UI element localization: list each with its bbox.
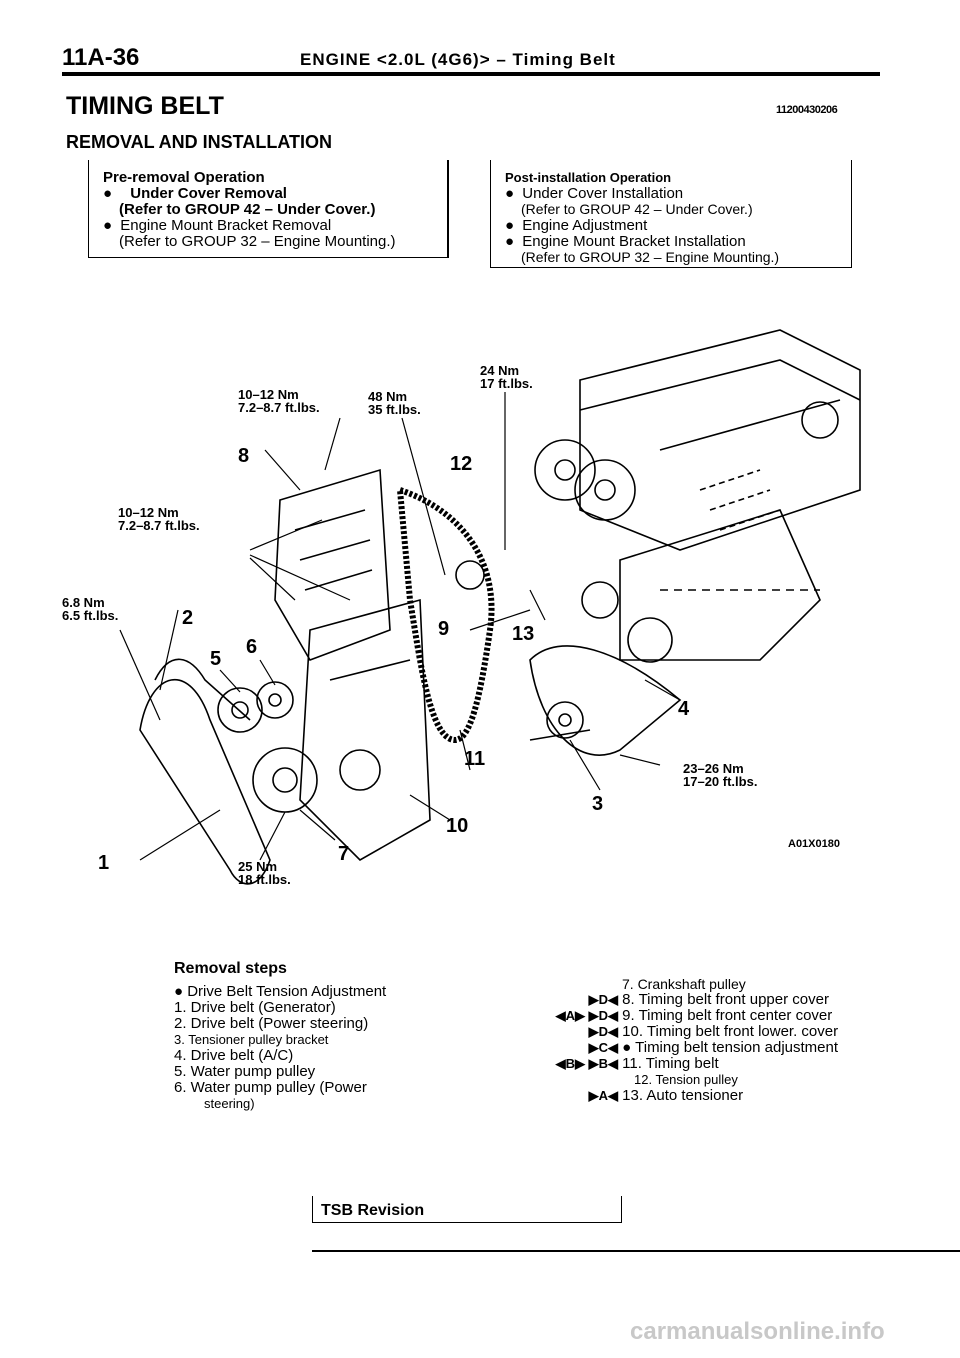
timing-belt-illustration <box>396 485 495 744</box>
drive-belt-generator-illustration <box>139 678 271 885</box>
step-left-0: ● Drive Belt Tension Adjustment <box>174 983 387 1000</box>
bullet-icon: ● <box>505 233 515 250</box>
step-left-5: 5. Water pump pulley <box>174 1063 316 1080</box>
figure-code: A01X0180 <box>788 838 840 850</box>
cylinder-head-illustration <box>534 329 861 663</box>
doc-number: 11200430206 <box>776 104 838 116</box>
watermark: carmanualsonline.info <box>630 1318 885 1345</box>
callout-12: 12 <box>450 453 473 475</box>
header-rule <box>62 72 880 76</box>
step-right-3: ▶D◀ 10. Timing belt front lower. cover <box>448 1024 848 1040</box>
step-right-7: ▶A◀ 13. Auto tensioner <box>448 1088 848 1104</box>
step-left-2: 2. Drive belt (Power steering) <box>174 1015 369 1032</box>
timing-belt-covers-illustration <box>274 468 431 861</box>
callout-1: 1 <box>98 852 110 874</box>
post-installation-item-3-sub: (Refer to GROUP 32 – Engine Mounting.) <box>521 249 780 265</box>
step-left-1: 1. Drive belt (Generator) <box>174 999 336 1016</box>
bullet-icon: ● <box>103 217 113 234</box>
timing-belt-diagram <box>119 329 861 885</box>
pre-removal-item-1: ● Under Cover Removal <box>103 185 287 202</box>
pre-removal-box-vline <box>447 160 449 257</box>
service-marks: ▶D◀ <box>588 992 618 1007</box>
post-installation-box: Post-installation Operation ● Under Cove… <box>490 160 852 268</box>
pre-removal-heading: Pre-removal Operation <box>103 169 265 186</box>
water-pump-pulley-illustration <box>217 687 263 733</box>
callout-5: 5 <box>210 648 222 670</box>
callout-4: 4 <box>678 698 690 720</box>
drive-belt-power-steering-illustration <box>154 658 251 721</box>
removal-steps-heading: Removal steps <box>174 960 287 977</box>
service-marks: ▶A◀ <box>588 1088 618 1103</box>
step-right-2: ◀A▶ ▶D◀ 9. Timing belt front center cove… <box>448 1008 848 1024</box>
bullet-icon: ● <box>505 217 515 234</box>
step-right-0: 7. Crankshaft pulley <box>622 976 746 992</box>
bullet-icon: ● <box>103 185 113 202</box>
pre-removal-item-1-sub: (Refer to GROUP 42 – Under Cover.) <box>119 201 376 218</box>
pre-removal-item-2-sub: (Refer to GROUP 32 – Engine Mounting.) <box>119 233 396 250</box>
step-right-6: 12. Tension pulley <box>634 1072 738 1087</box>
service-marks: ▶C◀ <box>588 1040 618 1055</box>
post-installation-item-3: ● Engine Mount Bracket Installation <box>505 233 746 250</box>
post-installation-item-2: ● Engine Adjustment <box>505 217 648 234</box>
post-installation-item-1-sub: (Refer to GROUP 42 – Under Cover.) <box>521 201 753 217</box>
callout-2: 2 <box>182 607 194 629</box>
pre-removal-box: Pre-removal Operation ● Under Cover Remo… <box>88 160 449 258</box>
pre-removal-item-2: ● Engine Mount Bracket Removal <box>103 217 332 234</box>
callout-13: 13 <box>512 623 535 645</box>
callout-7: 7 <box>338 843 350 865</box>
removal-steps-left: ● Drive Belt Tension Adjustment 1. Drive… <box>174 984 386 1112</box>
step-left-3: 3. Tensioner pulley bracket <box>174 1032 329 1047</box>
callout-3: 3 <box>592 793 604 815</box>
section-title: ENGINE <2.0L (4G6)> – Timing Belt <box>300 50 616 69</box>
post-installation-item-1: ● Under Cover Installation <box>505 185 684 202</box>
bullet-icon: ● <box>505 185 515 202</box>
section-subtitle: REMOVAL AND INSTALLATION <box>66 132 332 152</box>
step-left-6: 6. Water pump pulley (Power <box>174 1079 367 1096</box>
post-installation-heading: Post-installation Operation <box>505 170 672 185</box>
removal-steps-right: 7. Crankshaft pulley ▶D◀ 8. Timing belt … <box>448 976 848 1104</box>
step-right-1: ▶D◀ 8. Timing belt front upper cover <box>448 992 848 1008</box>
callout-10: 10 <box>446 815 469 837</box>
crankshaft-pulley-illustration <box>252 747 318 813</box>
tsb-revision-box: TSB Revision <box>312 1196 622 1223</box>
auto-tensioner-illustration <box>546 701 584 739</box>
service-marks: ▶D◀ <box>588 1024 618 1039</box>
callout-6: 6 <box>246 636 258 658</box>
step-right-5: ◀B▶ ▶B◀ 11. Timing belt <box>448 1056 848 1072</box>
footer-rule <box>312 1250 960 1252</box>
step-left-4: 4. Drive belt (A/C) <box>174 1047 294 1064</box>
callout-11: 11 <box>464 748 486 770</box>
page-title: TIMING BELT <box>66 92 224 120</box>
service-marks: ◀A▶ ▶D◀ <box>555 1008 618 1023</box>
step-right-4: ▶C◀ ● Timing belt tension adjustment <box>448 1040 848 1056</box>
drive-belt-ac-illustration <box>529 645 682 756</box>
tsb-revision-label: TSB Revision <box>321 1202 425 1219</box>
step-left-7: steering) <box>204 1096 255 1111</box>
service-marks: ◀B▶ ▶B◀ <box>555 1056 618 1071</box>
callout-9: 9 <box>438 618 450 640</box>
callout-8: 8 <box>238 445 250 467</box>
page-code: 11A-36 <box>62 44 140 71</box>
